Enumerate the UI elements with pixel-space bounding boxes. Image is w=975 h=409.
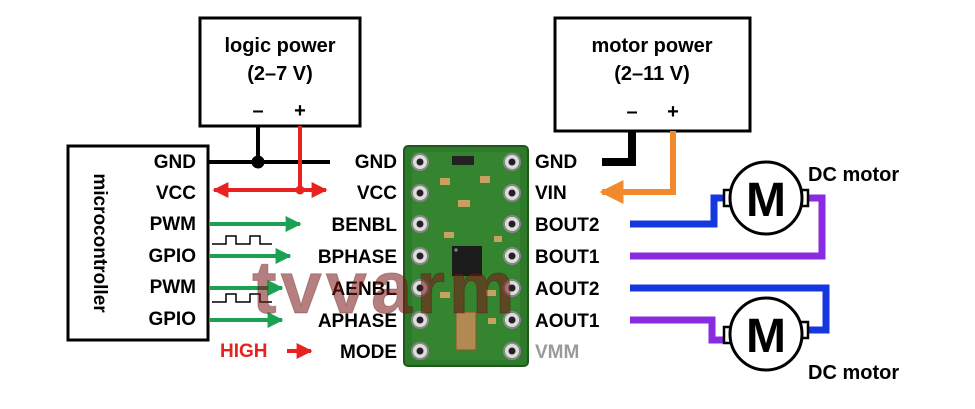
vcc-wire <box>212 126 328 198</box>
logic-power-box: logic power (2–7 V) – + <box>198 16 362 128</box>
motor-power-box: motor power (2–11 V) – + <box>553 16 752 133</box>
mcu-pin-pwm-a: PWM <box>150 277 196 298</box>
motor-power-range: (2–11 V) <box>614 63 690 85</box>
board-pin-aout2: AOUT2 <box>535 279 599 300</box>
watermark-text: tvvarm <box>252 246 519 329</box>
aout1-wire <box>630 316 730 344</box>
logic-power-range: (2–7 V) <box>247 63 313 85</box>
capacitor <box>455 311 477 351</box>
motor-vin-wire <box>599 131 676 204</box>
board-pin-aout1: AOUT1 <box>535 311 600 332</box>
board-pin-bout2: BOUT2 <box>535 215 599 236</box>
microcontroller-label: microcontroller <box>89 173 110 313</box>
board-right-labels: GND VIN BOUT2 BOUT1 AOUT2 AOUT1 VMM <box>535 152 600 363</box>
logic-power-minus: – <box>252 100 263 122</box>
smd-component <box>452 156 474 165</box>
board-pin-gnd-right: GND <box>535 152 577 173</box>
pin-holes <box>411 153 521 360</box>
motor-top-label: DC motor <box>808 164 899 186</box>
driver-board <box>403 145 529 367</box>
board-pin-vin: VIN <box>535 183 567 204</box>
motor-power-plus: + <box>667 101 679 123</box>
motor-bottom-symbol: M <box>746 310 786 363</box>
bout2-wire <box>630 194 734 228</box>
gnd-wire <box>209 126 330 169</box>
board-pin-vmm: VMM <box>535 342 579 363</box>
board-pin-aphase: APHASE <box>318 311 397 332</box>
board-pin-bphase: BPHASE <box>318 247 397 268</box>
bout1-wire <box>630 194 826 260</box>
motor-top-symbol: M <box>746 174 786 227</box>
motor-bottom-label: DC motor <box>808 362 899 384</box>
mcu-pin-gnd: GND <box>154 152 196 173</box>
motor-power-title: motor power <box>591 35 712 57</box>
microcontroller-box: microcontroller GND VCC PWM GPIO PWM GPI… <box>66 144 210 342</box>
dc-motor-top: M DC motor <box>722 160 899 236</box>
pwm-waveform-icon <box>212 235 272 303</box>
board-pin-aenbl: AENBL <box>332 279 398 300</box>
board-pin-mode: MODE <box>340 342 397 363</box>
board-pin-gnd-left: GND <box>355 152 397 173</box>
signal-wires <box>209 216 302 328</box>
mcu-pin-vcc: VCC <box>156 183 196 204</box>
high-label: HIGH <box>220 341 268 362</box>
mcu-pin-gpio-a: GPIO <box>148 309 196 330</box>
board-pin-bout1: BOUT1 <box>535 247 600 268</box>
board-pin-vcc: VCC <box>357 183 397 204</box>
mcu-pin-gpio-b: GPIO <box>148 246 196 267</box>
aout2-wire <box>630 284 830 334</box>
motor-power-minus: – <box>626 101 637 123</box>
logic-power-plus: + <box>294 100 306 122</box>
dc-motor-bottom: M DC motor <box>722 296 899 384</box>
mcu-pin-pwm-b: PWM <box>150 214 196 235</box>
logic-power-title: logic power <box>224 35 335 57</box>
board-left-labels: GND VCC BENBL BPHASE AENBL APHASE MODE <box>318 152 398 363</box>
board-pin-benbl: BENBL <box>332 215 398 236</box>
motor-gnd-wire <box>602 131 636 166</box>
